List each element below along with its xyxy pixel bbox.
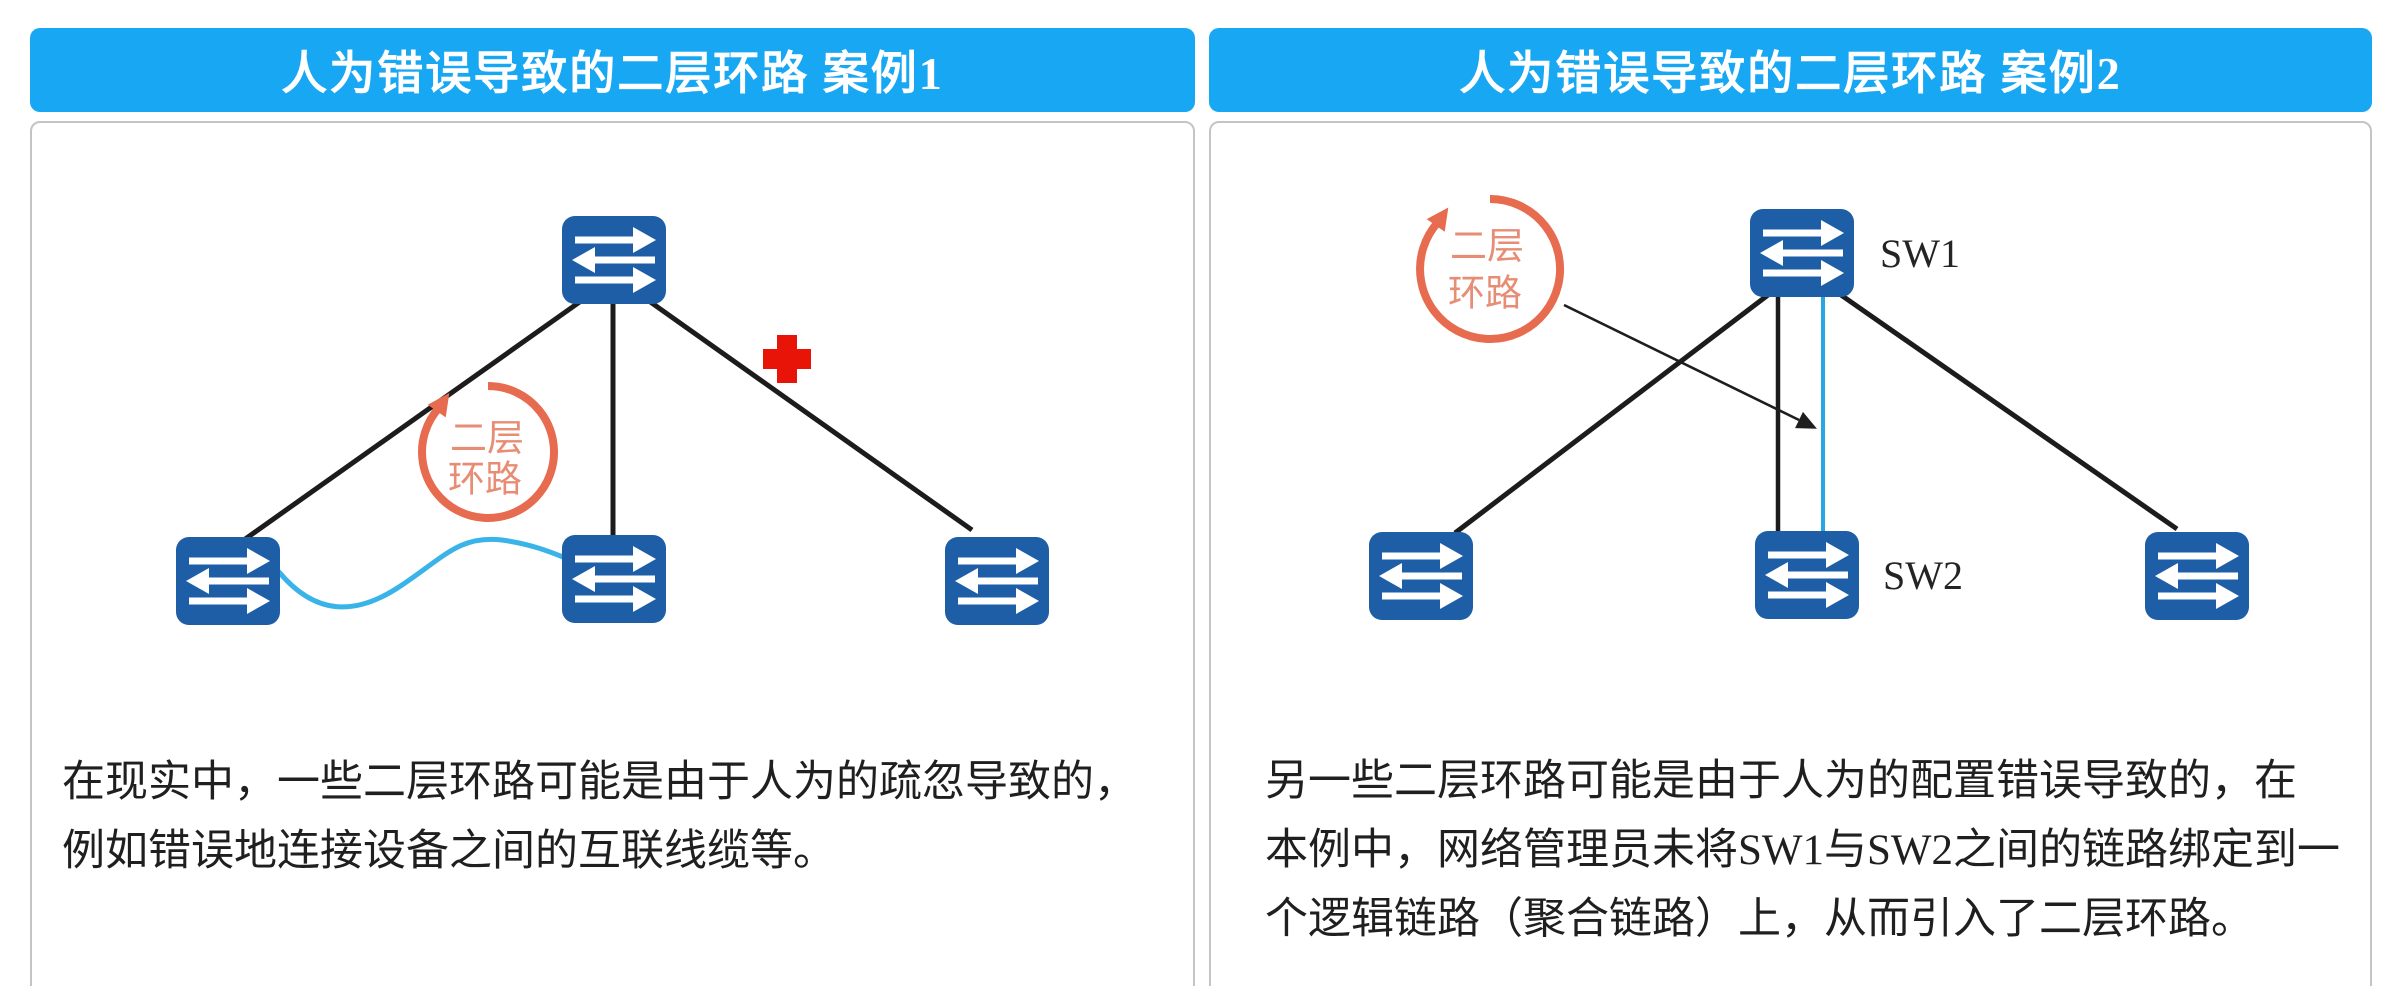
panel2-body: 二层 环路 SW1 SW2 另一些二层环路可能是由于人为的配置错误导致的，在 本… — [1209, 121, 2372, 986]
sw2-label: SW2 — [1883, 553, 1963, 598]
link-line-sw1-to-right — [1839, 292, 2179, 532]
description-line: 本例中，网络管理员未将SW1与SW2之间的链路绑定到一 — [1265, 827, 2340, 874]
loop-label-line2: 环路 — [1448, 274, 1522, 315]
blocked-cross-icon — [763, 335, 811, 383]
description-line: 在现实中，一些二层环路可能是由于人为的疏忽导致的， — [62, 759, 1137, 806]
description-line: 另一些二层环路可能是由于人为的配置错误导致的，在 — [1265, 758, 2297, 805]
panel1-header: 人为错误导致的二层环路 案例1 — [30, 28, 1195, 112]
switch-icon-bottom-right — [945, 537, 1049, 625]
link-line-top-to-right — [647, 298, 974, 533]
panel2-description: 另一些二层环路可能是由于人为的配置错误导致的，在 本例中，网络管理员未将SW1与… — [1265, 747, 2340, 954]
switch-icon-bottom-right — [2145, 532, 2249, 620]
switch-icon-sw2 — [1755, 531, 1859, 619]
loop-arrow-icon: 二层 环路 — [1416, 195, 1565, 343]
panel2-header: 人为错误导致的二层环路 案例2 — [1209, 28, 2372, 112]
switch-icon-bottom-left — [176, 537, 280, 625]
loop-label-line1: 二层 — [1450, 227, 1524, 268]
loop-label-line2: 环路 — [448, 460, 522, 501]
mistaken-cable-wavy-line — [276, 536, 566, 610]
panel1-description: 在现实中，一些二层环路可能是由于人为的疏忽导致的， 例如错误地连接设备之间的互联… — [62, 748, 1137, 886]
switch-icon-top — [562, 216, 666, 304]
description-line: 例如错误地连接设备之间的互联线缆等。 — [62, 828, 836, 875]
link-line-sw1-to-left — [1453, 293, 1770, 535]
switch-icon-sw1 — [1750, 209, 1854, 297]
switch-icon-bottom-left — [1369, 532, 1473, 620]
loop-label-line1: 二层 — [450, 419, 524, 460]
panel-case2: 人为错误导致的二层环路 案例2 二层 环路 — [1209, 28, 2372, 986]
switch-icon-bottom-middle — [562, 535, 666, 623]
loop-arrow-icon: 二层 环路 — [418, 382, 558, 522]
sw1-label: SW1 — [1880, 231, 1960, 276]
description-line: 个逻辑链路（聚合链路）上，从而引入了二层环路。 — [1265, 896, 2254, 943]
link-line-top-to-left — [239, 298, 583, 545]
network-diagram-case2: 二层 环路 SW1 SW2 — [1369, 195, 2249, 620]
panel-case1: 人为错误导致的二层环路 案例1 — [30, 28, 1195, 986]
network-diagram-case1: 二层 环路 — [176, 216, 1049, 625]
panel1-body: 二层 环路 在现实中，一些二层环路可能是由于人为的疏忽导致的， 例如错误地连接设… — [30, 121, 1195, 986]
loop-pointer-arrow — [1563, 303, 1817, 429]
